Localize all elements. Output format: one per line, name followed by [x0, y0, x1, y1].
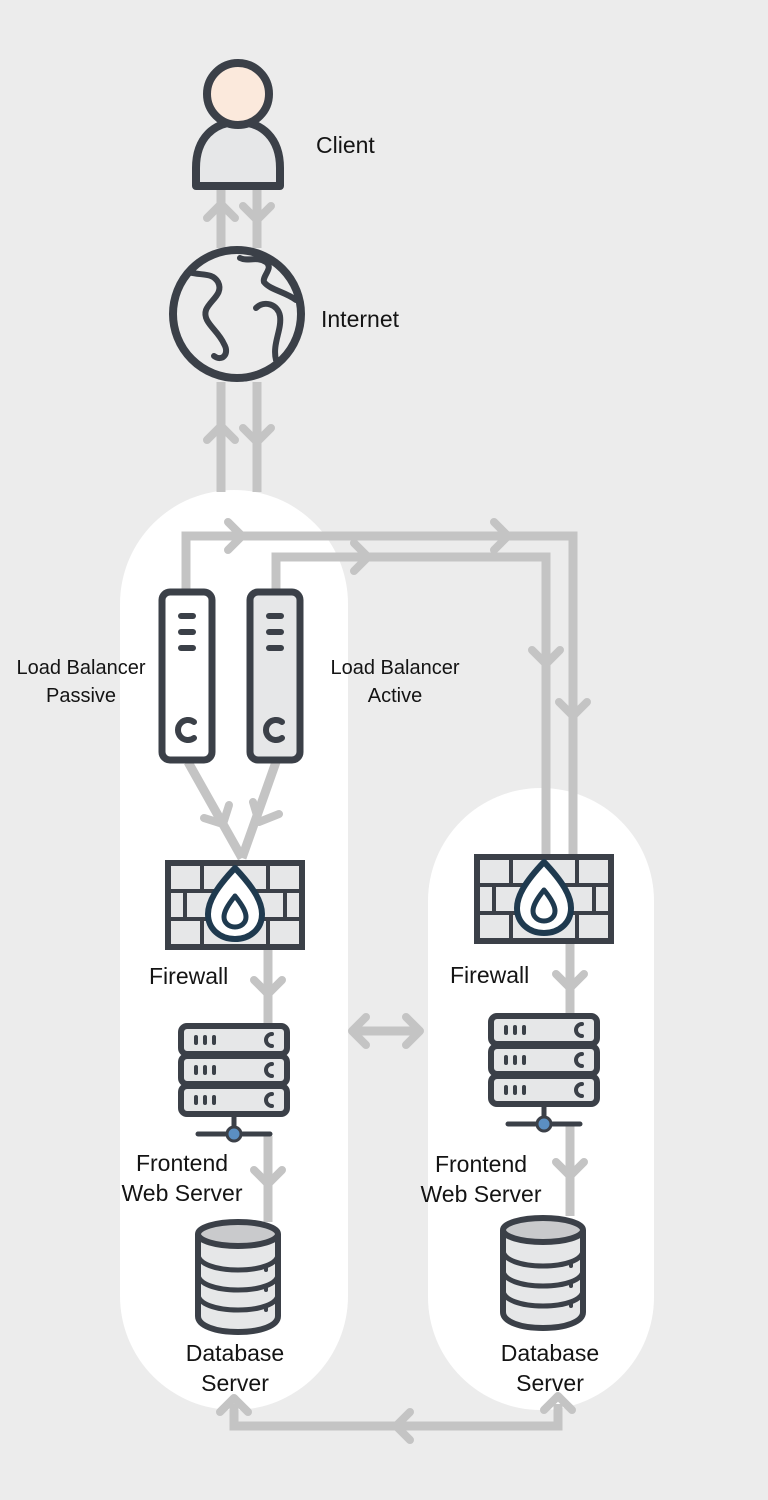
- arrow-down: [250, 976, 286, 998]
- arrow-right: [402, 1013, 424, 1049]
- connector-lb-passive-to-firewall: [184, 759, 246, 861]
- database-icon: [195, 1219, 281, 1336]
- label-database-right: Database Server: [479, 1338, 621, 1398]
- arrow-up: [540, 1392, 576, 1414]
- label-firewall-right: Firewall: [450, 962, 530, 988]
- arrow-left: [392, 1408, 414, 1444]
- label-line: Web Server: [420, 1181, 542, 1207]
- connector-lb-passive-to-secondary: [181, 531, 578, 858]
- globe-icon: [169, 246, 305, 382]
- label-firewall-left: Firewall: [149, 963, 229, 989]
- arrow-down: [552, 970, 588, 992]
- label-line: Active: [367, 685, 423, 707]
- label-line: Server: [201, 1370, 269, 1396]
- label-frontend-right: Frontend Web Server: [403, 1149, 559, 1209]
- label-line: Web Server: [121, 1180, 243, 1206]
- user-icon: [192, 59, 284, 190]
- label-line: Frontend: [135, 1150, 229, 1176]
- arrow-right: [350, 539, 372, 575]
- firewall-icon: [474, 854, 614, 944]
- database-icon: [500, 1215, 586, 1332]
- arrow-up: [203, 200, 239, 222]
- server-rack-icon: [178, 1023, 290, 1143]
- server-rack-icon: [488, 1013, 600, 1133]
- arrow-down: [250, 1166, 286, 1188]
- server-tower-icon: [158, 588, 216, 764]
- arrow-up: [216, 1394, 252, 1416]
- label-client: Client: [316, 132, 375, 158]
- arrow-left: [348, 1013, 370, 1049]
- connector-lb-active-to-secondary: [271, 552, 551, 858]
- arrow-down: [528, 646, 564, 668]
- arrow-up: [203, 422, 239, 444]
- label-line: Database: [185, 1340, 285, 1366]
- arrow-diagonal-down: [249, 798, 283, 826]
- label-load-balancer-active: Load Balancer Active: [316, 654, 474, 710]
- firewall-icon: [165, 860, 305, 950]
- label-load-balancer-passive: Load Balancer Passive: [0, 654, 162, 710]
- label-line: Passive: [45, 685, 117, 707]
- server-tower-icon: [246, 588, 304, 764]
- label-internet: Internet: [321, 306, 399, 332]
- arrow-diagonal-down: [200, 801, 233, 828]
- arrow-right: [490, 518, 512, 554]
- label-line: Server: [516, 1370, 584, 1396]
- label-database-left: Database Server: [164, 1338, 306, 1398]
- label-line: Frontend: [434, 1151, 528, 1177]
- label-line: Database: [500, 1340, 600, 1366]
- label-line: Load Balancer: [330, 657, 460, 679]
- arrow-down: [555, 698, 591, 720]
- label-frontend-left: Frontend Web Server: [104, 1148, 260, 1208]
- arrow-down: [239, 424, 275, 446]
- arrow-right: [224, 518, 246, 554]
- arrow-down: [239, 202, 275, 224]
- label-line: Load Balancer: [16, 657, 146, 679]
- arrow-down: [552, 1158, 588, 1180]
